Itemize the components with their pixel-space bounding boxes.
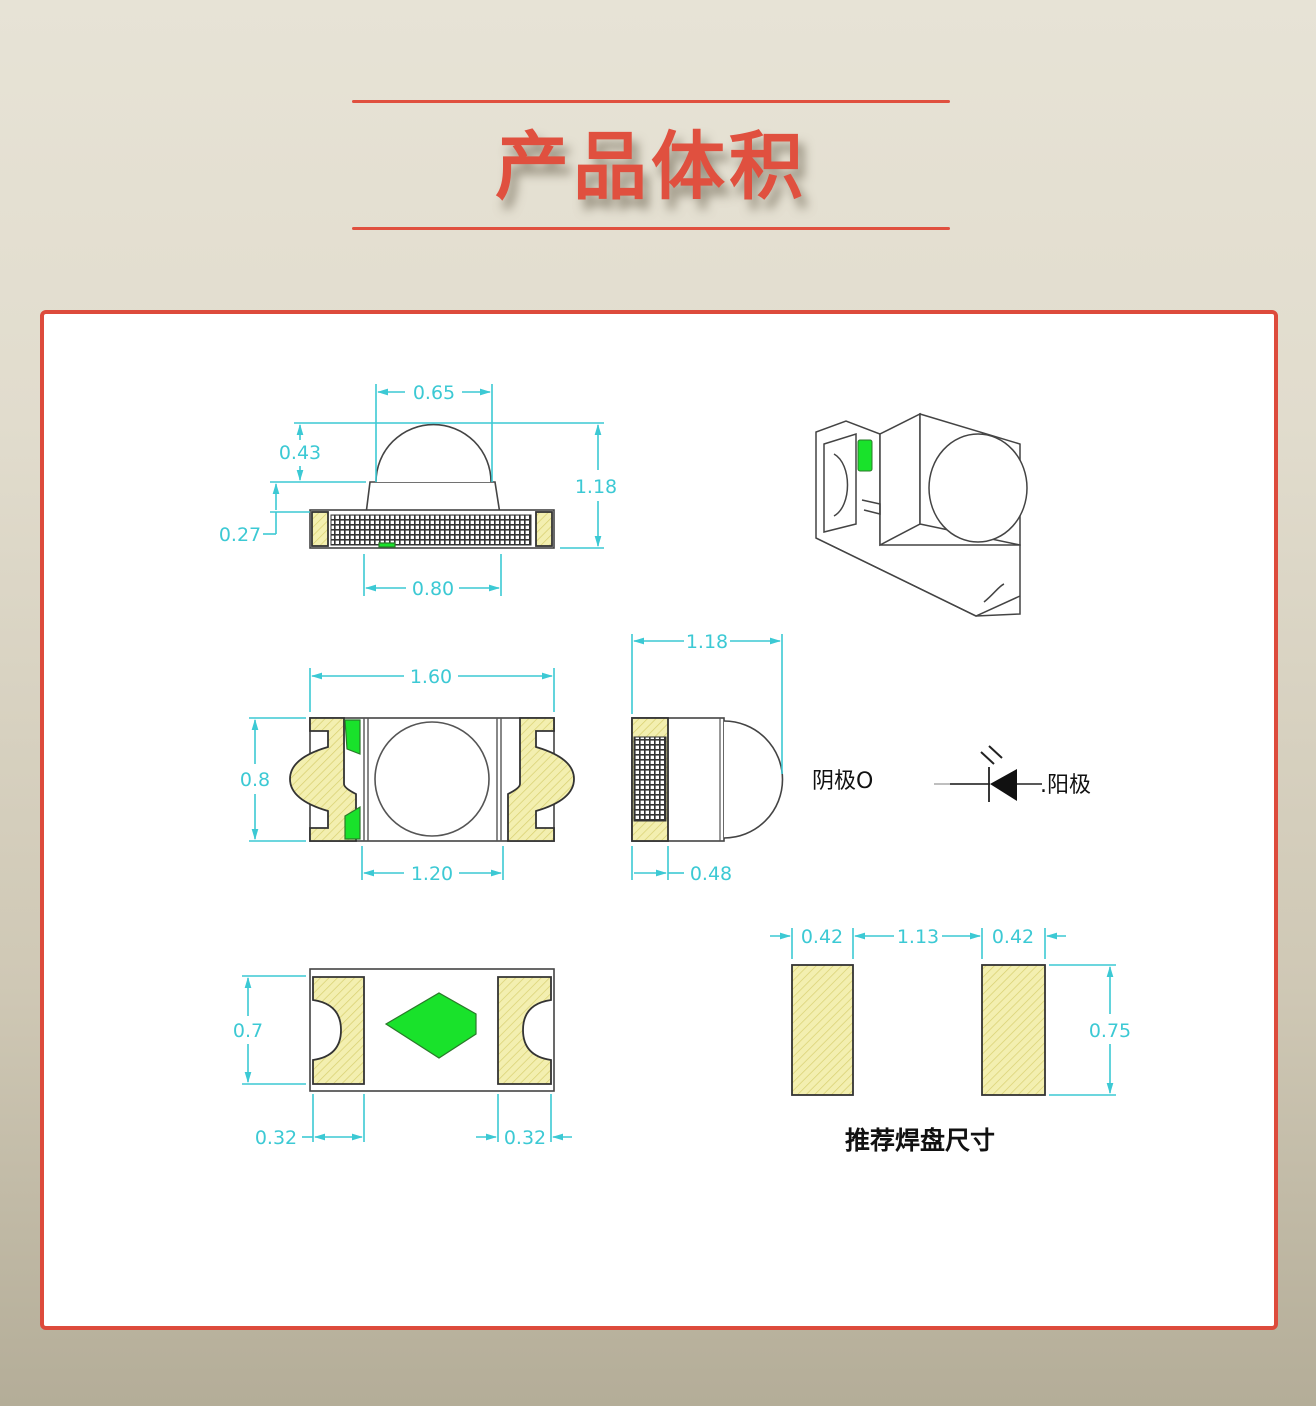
dim-total-height: 1.18 xyxy=(575,476,617,498)
dim-lens-width: 0.65 xyxy=(413,382,455,404)
led-diode-symbol-icon xyxy=(934,745,1042,802)
solder-pad-caption: 推荐焊盘尺寸 xyxy=(845,1126,995,1155)
bottom-view: 0.7 0.32 0.32 xyxy=(233,968,572,1149)
dim-right-pad-width: 0.32 xyxy=(504,1127,546,1149)
page-title: 产品体积 xyxy=(495,124,807,210)
dim-bottom-width: 0.80 xyxy=(412,578,454,600)
end-view: 1.18 0.48 xyxy=(631,631,784,885)
side-view: 0.65 0.43 0.27 1.18 0.80 xyxy=(219,382,617,600)
dim-lens-height: 0.43 xyxy=(279,442,321,464)
top-view: 1.60 0.8 1.20 xyxy=(240,666,575,885)
dimension-drawing: 0.65 0.43 0.27 1.18 0.80 xyxy=(219,382,1131,1155)
title-banner: 产品体积 xyxy=(352,100,950,232)
dimension-drawing-panel: 0.65 0.43 0.27 1.18 0.80 xyxy=(40,310,1278,1330)
title-bottom-rule xyxy=(352,227,950,230)
anode-label: .阳极 xyxy=(1040,773,1091,798)
dim-end-depth: 1.18 xyxy=(686,631,728,653)
title-top-rule xyxy=(352,100,950,103)
dim-bottom-pad-height: 0.7 xyxy=(233,1020,263,1042)
dim-end-pad-depth: 0.48 xyxy=(690,863,732,885)
dim-top-length: 1.60 xyxy=(410,666,452,688)
dim-right-solder-pad: 0.42 xyxy=(992,926,1034,948)
isometric-view xyxy=(815,412,1028,617)
polarity-legend: 阴极O .阳极 xyxy=(812,745,1091,802)
dim-top-width: 0.8 xyxy=(240,769,270,791)
solder-pad-layout: 0.42 1.13 0.42 0.75 推荐焊盘尺寸 xyxy=(770,926,1131,1155)
dim-left-pad-width: 0.32 xyxy=(255,1127,297,1149)
dim-solder-gap: 1.13 xyxy=(897,926,939,948)
dim-inner-length: 1.20 xyxy=(411,863,453,885)
dim-left-solder-pad: 0.42 xyxy=(801,926,843,948)
dim-base-height: 0.27 xyxy=(219,524,261,546)
cathode-label: 阴极O xyxy=(812,769,873,794)
dim-solder-height: 0.75 xyxy=(1089,1020,1131,1042)
